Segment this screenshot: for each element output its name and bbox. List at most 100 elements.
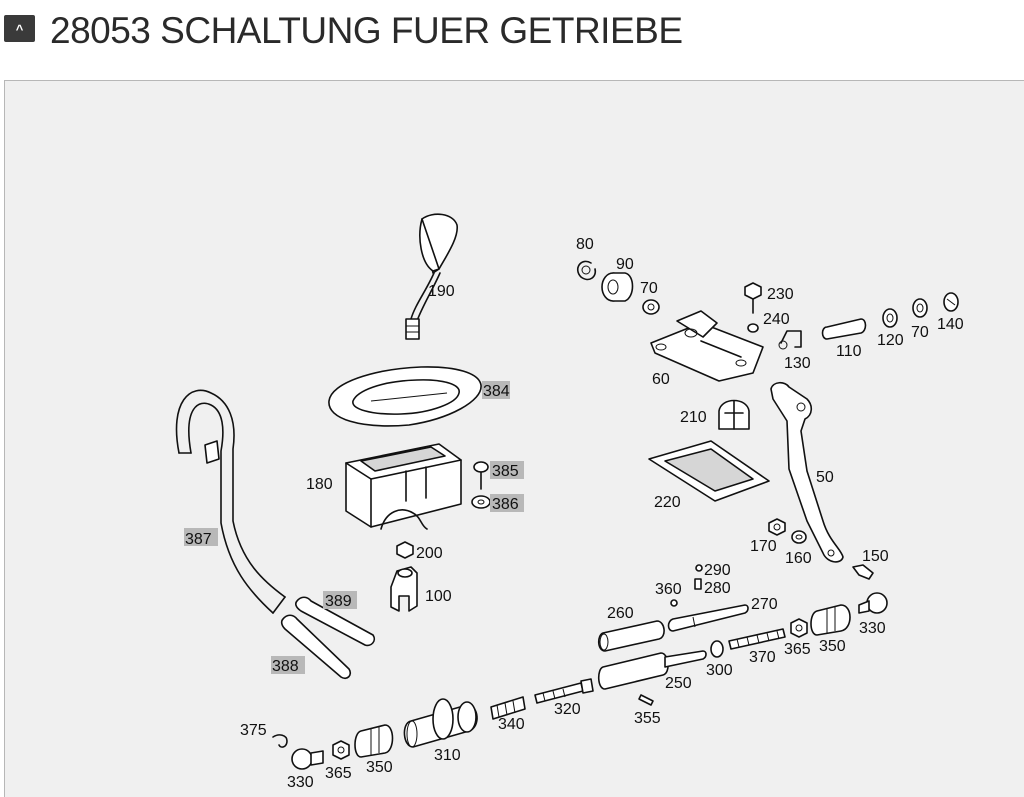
part-350a-bushing[interactable] [810,604,851,636]
part-140-clip[interactable] [943,292,959,312]
part-387-shift-rod[interactable] [175,389,286,614]
label-130[interactable]: 130 [784,355,811,372]
part-120-washer[interactable] [882,308,898,328]
label-190[interactable]: 190 [428,283,455,300]
label-260[interactable]: 260 [607,605,634,622]
part-300-ring[interactable] [710,640,724,658]
page-title: 28053 SCHALTUNG FUER GETRIEBE [50,10,683,51]
part-230-bolt[interactable] [744,282,762,314]
part-385-screw[interactable] [473,461,489,490]
part-350b-bushing[interactable] [354,724,394,758]
label-90[interactable]: 90 [616,256,634,273]
part-330a-ball[interactable] [858,592,888,614]
label-280[interactable]: 280 [704,580,731,597]
highlight-387 [184,528,218,546]
part-375-pin[interactable] [272,734,288,748]
label-250[interactable]: 250 [665,675,692,692]
label-387[interactable]: 387 [185,531,212,548]
part-340-spring[interactable] [490,696,526,720]
part-310-sleeve[interactable] [403,698,478,748]
label-385[interactable]: 385 [492,463,519,480]
label-300[interactable]: 300 [706,662,733,679]
part-330b-ball[interactable] [291,748,324,770]
part-365b-nut[interactable] [332,740,350,760]
highlight-384 [482,381,510,399]
label-150[interactable]: 150 [862,548,889,565]
part-130-spring[interactable] [778,330,802,350]
label-50[interactable]: 50 [816,469,834,486]
label-365[interactable]: 365 [784,641,811,658]
part-110-pin[interactable] [821,318,867,340]
part-260-sleeve[interactable] [597,620,665,652]
label-120[interactable]: 120 [877,332,904,349]
label-160[interactable]: 160 [785,550,812,567]
label-386[interactable]: 386 [492,496,519,513]
label-270[interactable]: 270 [751,596,778,613]
part-180-housing[interactable] [345,443,462,530]
part-388-rod[interactable] [280,614,352,680]
collapse-toggle-button[interactable]: ^ [4,15,35,42]
label-70[interactable]: 70 [640,280,658,297]
part-386-washer[interactable] [471,495,491,509]
label-370[interactable]: 370 [749,649,776,666]
label-80[interactable]: 80 [576,236,594,253]
part-365a-nut[interactable] [790,618,808,638]
part-70b-washer[interactable] [912,298,928,318]
part-220-gasket[interactable] [648,440,770,502]
part-360-ball[interactable] [670,599,678,607]
label-310[interactable]: 310 [434,747,461,764]
part-370-spring[interactable] [728,628,786,650]
label-110[interactable]: 110 [836,343,862,360]
part-90-bushing[interactable] [601,272,634,302]
part-150-bolt[interactable] [852,564,874,580]
part-210-mount[interactable] [718,399,750,430]
part-60-shift-plate[interactable] [650,310,764,382]
label-350b[interactable]: 350 [366,759,393,776]
label-60[interactable]: 60 [652,371,670,388]
label-330[interactable]: 330 [859,620,886,637]
label-340[interactable]: 340 [498,716,525,733]
highlight-389 [323,591,357,609]
label-220[interactable]: 220 [654,494,681,511]
label-230[interactable]: 230 [767,286,794,303]
label-375[interactable]: 375 [240,722,267,739]
part-240-bushing[interactable] [747,323,759,333]
label-210[interactable]: 210 [680,409,707,426]
chevron-up-icon: ^ [15,21,24,37]
part-280-spring[interactable] [694,578,702,590]
label-350[interactable]: 350 [819,638,846,655]
part-100-clevis[interactable] [390,566,418,612]
label-365b[interactable]: 365 [325,765,352,782]
part-355-pin[interactable] [638,694,654,706]
label-200[interactable]: 200 [416,545,443,562]
label-355[interactable]: 355 [634,710,661,727]
label-240[interactable]: 240 [763,311,790,328]
label-140[interactable]: 140 [937,316,964,333]
part-190-shift-knob[interactable] [405,213,458,340]
part-200-nut[interactable] [396,541,414,559]
part-160-washer[interactable] [791,530,807,544]
part-70-washer[interactable] [642,299,660,315]
part-384-cover[interactable] [328,366,482,427]
label-70b[interactable]: 70 [911,324,929,341]
label-180[interactable]: 180 [306,476,333,493]
part-170-nut[interactable] [768,518,786,536]
highlight-385 [490,461,524,479]
label-290[interactable]: 290 [704,562,731,579]
label-320[interactable]: 320 [554,701,581,718]
part-290-ball[interactable] [695,564,703,572]
part-50-lever[interactable] [770,381,844,563]
label-360[interactable]: 360 [655,581,682,598]
label-170[interactable]: 170 [750,538,777,555]
label-330b[interactable]: 330 [287,774,314,791]
part-320-shaft[interactable] [534,678,594,704]
label-388[interactable]: 388 [272,658,299,675]
part-250-shaft[interactable] [597,650,707,690]
label-100[interactable]: 100 [425,588,452,605]
part-80-clip[interactable] [576,260,597,281]
label-384[interactable]: 384 [483,383,510,400]
label-389[interactable]: 389 [325,593,352,610]
part-270-shaft[interactable] [667,604,749,632]
part-389-rod[interactable] [295,596,376,647]
parts-diagram-drawing: 80 90 70 230 240 120 70 140 110 130 60 1… [175,213,964,791]
